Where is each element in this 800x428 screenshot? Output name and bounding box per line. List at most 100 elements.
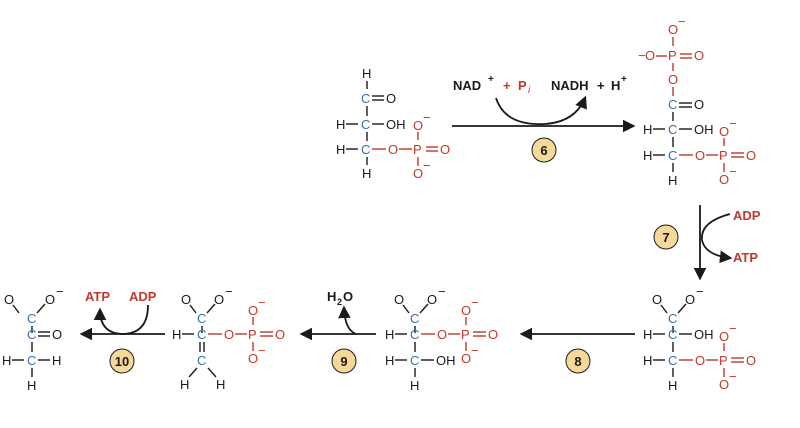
atom-h: H [52, 353, 61, 368]
atom-o-minus: O [45, 292, 55, 307]
charge-minus: − [438, 284, 446, 299]
atom-h: H [2, 353, 11, 368]
atom-c: C [361, 117, 370, 132]
atom-p: P [248, 327, 257, 342]
atom-c: C [197, 327, 206, 342]
charge-minus: − [678, 14, 686, 29]
step-7-reaction: ADP ATP 7 [653, 205, 761, 281]
atom-c: C [668, 353, 677, 368]
charge-minus: − [729, 369, 737, 384]
atom-c: C [361, 91, 370, 106]
atom-h: H [410, 378, 419, 393]
atom-c: C [197, 353, 206, 368]
atom-o-minus: O [461, 303, 471, 318]
atom-o: O [440, 142, 450, 157]
atom-c: C [668, 327, 677, 342]
atom-p: P [413, 142, 422, 157]
atp-label: ATP [733, 250, 758, 265]
atom-o-minus: O [719, 172, 729, 187]
charge-minus: − [225, 284, 233, 299]
atom-h: H [216, 377, 225, 392]
atom-o-minus: O [427, 292, 437, 307]
pi-label: P [518, 78, 527, 93]
atom-oh: OH [436, 353, 456, 368]
step-7-number: 7 [662, 230, 669, 245]
step-9-badge [331, 348, 357, 374]
svg-text:+: + [488, 74, 494, 85]
atom-o-minus: O [719, 329, 729, 344]
atom-oh: OH [386, 117, 406, 132]
atom-h: H [180, 377, 189, 392]
atom-o: O [746, 353, 756, 368]
atom-p: P [719, 148, 728, 163]
atom-o: O [52, 327, 62, 342]
atom-c: C [410, 327, 419, 342]
step-6-number: 6 [540, 143, 547, 158]
3-phosphoglycerate: O C O − H C OH H C O P O O − O − H [643, 284, 756, 393]
atom-h: H [336, 142, 345, 157]
step-6-badge [531, 137, 557, 163]
atom-h: H [362, 66, 371, 81]
1-3-bisphosphoglycerate: O − − O P O O C O H C OH H C O P O O − [638, 14, 756, 188]
2-phosphoglycerate: O C O − H C O P O O − O − H C OH H [385, 284, 498, 393]
step-9-number: 9 [340, 354, 347, 369]
charge-minus: − [423, 110, 431, 125]
atom-c: C [27, 353, 36, 368]
plus-sign: + [503, 78, 511, 93]
charge-minus: − [696, 284, 704, 299]
atom-h: H [643, 122, 652, 137]
step-8-reaction: 8 [519, 327, 635, 374]
atom-p: P [719, 353, 728, 368]
atom-o: O [437, 327, 447, 342]
plus-sign: + [597, 78, 605, 93]
atom-o-minus: O [214, 292, 224, 307]
atom-o-minus: O [248, 351, 258, 366]
charge-minus: − [258, 343, 266, 358]
charge-minus: − [258, 295, 266, 310]
step-9-reaction: H 2 O 9 [299, 289, 376, 374]
atom-o-minus: O [685, 292, 695, 307]
atom-c: C [361, 142, 370, 157]
atom-c: C [668, 122, 677, 137]
step-10-badge [109, 348, 135, 374]
glyceraldehyde-3-phosphate: H C O H C OH H C O P O O − O − H [336, 66, 450, 181]
atom-o-minus: O [248, 303, 258, 318]
atom-o-minus: O [645, 48, 655, 63]
atom-h: H [385, 353, 394, 368]
atom-c: C [27, 311, 36, 326]
charge-minus: − [471, 343, 479, 358]
atp-label: ATP [85, 289, 110, 304]
atom-o: O [386, 91, 396, 106]
atom-oh: OH [694, 122, 714, 137]
atom-h: H [172, 327, 181, 342]
step-8-badge [565, 348, 591, 374]
atom-c: C [668, 148, 677, 163]
atom-o-minus: O [668, 22, 678, 37]
atom-p: P [461, 327, 470, 342]
atom-o: O [746, 148, 756, 163]
atom-o: O [224, 327, 234, 342]
charge-minus: − [471, 295, 479, 310]
atom-o: O [668, 72, 678, 87]
atom-h: H [668, 173, 677, 188]
step-6-reaction: NAD + + P i NADH + H + 6 [452, 74, 636, 163]
atom-h: H [668, 378, 677, 393]
atom-o: O [694, 97, 704, 112]
atom-c: C [668, 97, 677, 112]
atom-o: O [695, 353, 705, 368]
atom-o-minus: O [413, 166, 423, 181]
atom-h: H [643, 353, 652, 368]
charge-minus: − [729, 116, 737, 131]
pyruvate: O C O − C O H C H H [2, 284, 64, 393]
svg-text:+: + [621, 74, 627, 85]
charge-minus: − [638, 48, 646, 63]
atom-h: H [643, 327, 652, 342]
atom-o-minus: O [719, 377, 729, 392]
step-10-number: 10 [115, 354, 129, 369]
atom-h: H [643, 148, 652, 163]
atom-h: H [336, 117, 345, 132]
h-label: H [611, 78, 620, 93]
atom-h: H [362, 166, 371, 181]
h2o-o: O [343, 289, 353, 304]
